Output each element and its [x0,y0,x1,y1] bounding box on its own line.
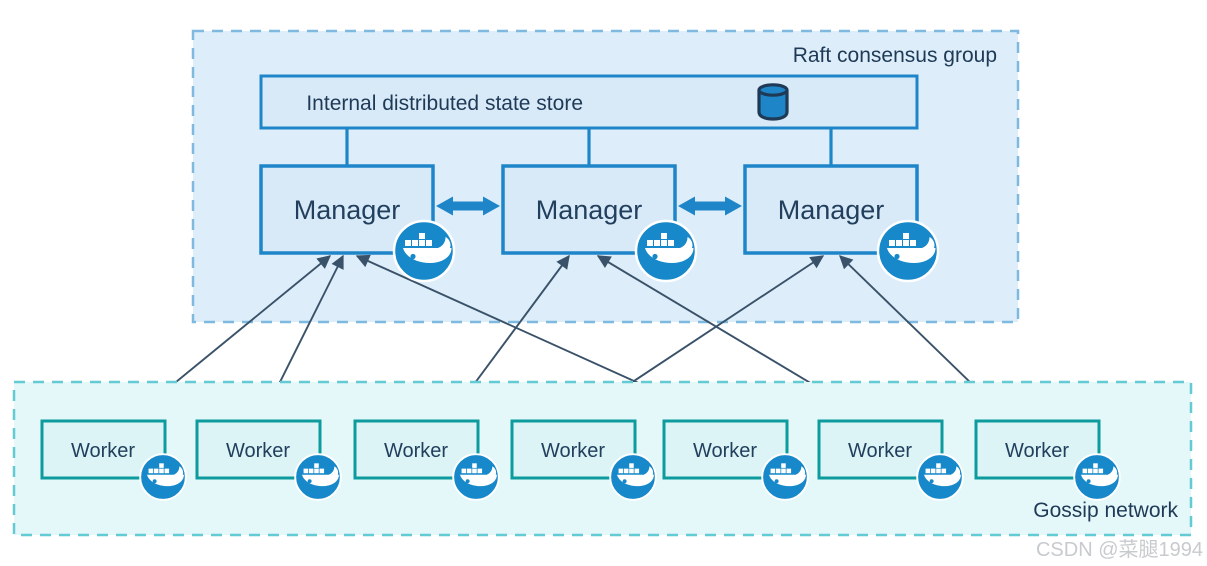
watermark: CSDN @菜腿1994 [1036,538,1203,561]
worker-label: Worker [1005,440,1069,462]
worker-box [195,419,322,480]
worker-label: Worker [384,440,448,462]
manager2-manager3-arrow [678,196,742,216]
docker-whale-icon [1073,453,1121,501]
worker-5: Worker [662,419,809,501]
docker-whale-icon [139,453,187,501]
worker-label: Worker [71,440,135,462]
manager-1: Manager [259,164,456,283]
worker-2: Worker [195,419,342,501]
worker-label: Worker [226,440,290,462]
worker-4: Worker [510,419,657,501]
docker-whale-icon [761,453,809,501]
worker-7: Worker [974,419,1121,501]
docker-whale-icon [634,219,698,283]
docker-whale-icon [294,453,342,501]
worker-1: Worker [40,419,187,501]
docker-whale-icon [876,219,940,283]
raft-group-label: Raft consensus group [793,44,997,67]
worker-label: Worker [848,440,912,462]
docker-whale-icon [452,453,500,501]
docker-whale-icon [609,453,657,501]
worker-label: Worker [541,440,605,462]
manager1-manager2-arrow [436,196,500,216]
worker-3: Worker [353,419,500,501]
manager-label: Manager [294,195,401,225]
manager-label: Manager [778,195,885,225]
worker-6: Worker [817,419,964,501]
docker-whale-icon [916,453,964,501]
state-store-box [259,74,919,130]
state-store-label: Internal distributed state store [306,92,583,115]
store-manager-connectors [345,128,833,167]
manager-2: Manager [501,164,698,283]
database-icon [757,83,789,121]
docker-whale-icon [392,219,456,283]
worker-label: Worker [693,440,757,462]
gossip-network-label: Gossip network [1033,499,1178,522]
manager-label: Manager [536,195,643,225]
manager-3: Manager [743,164,940,283]
